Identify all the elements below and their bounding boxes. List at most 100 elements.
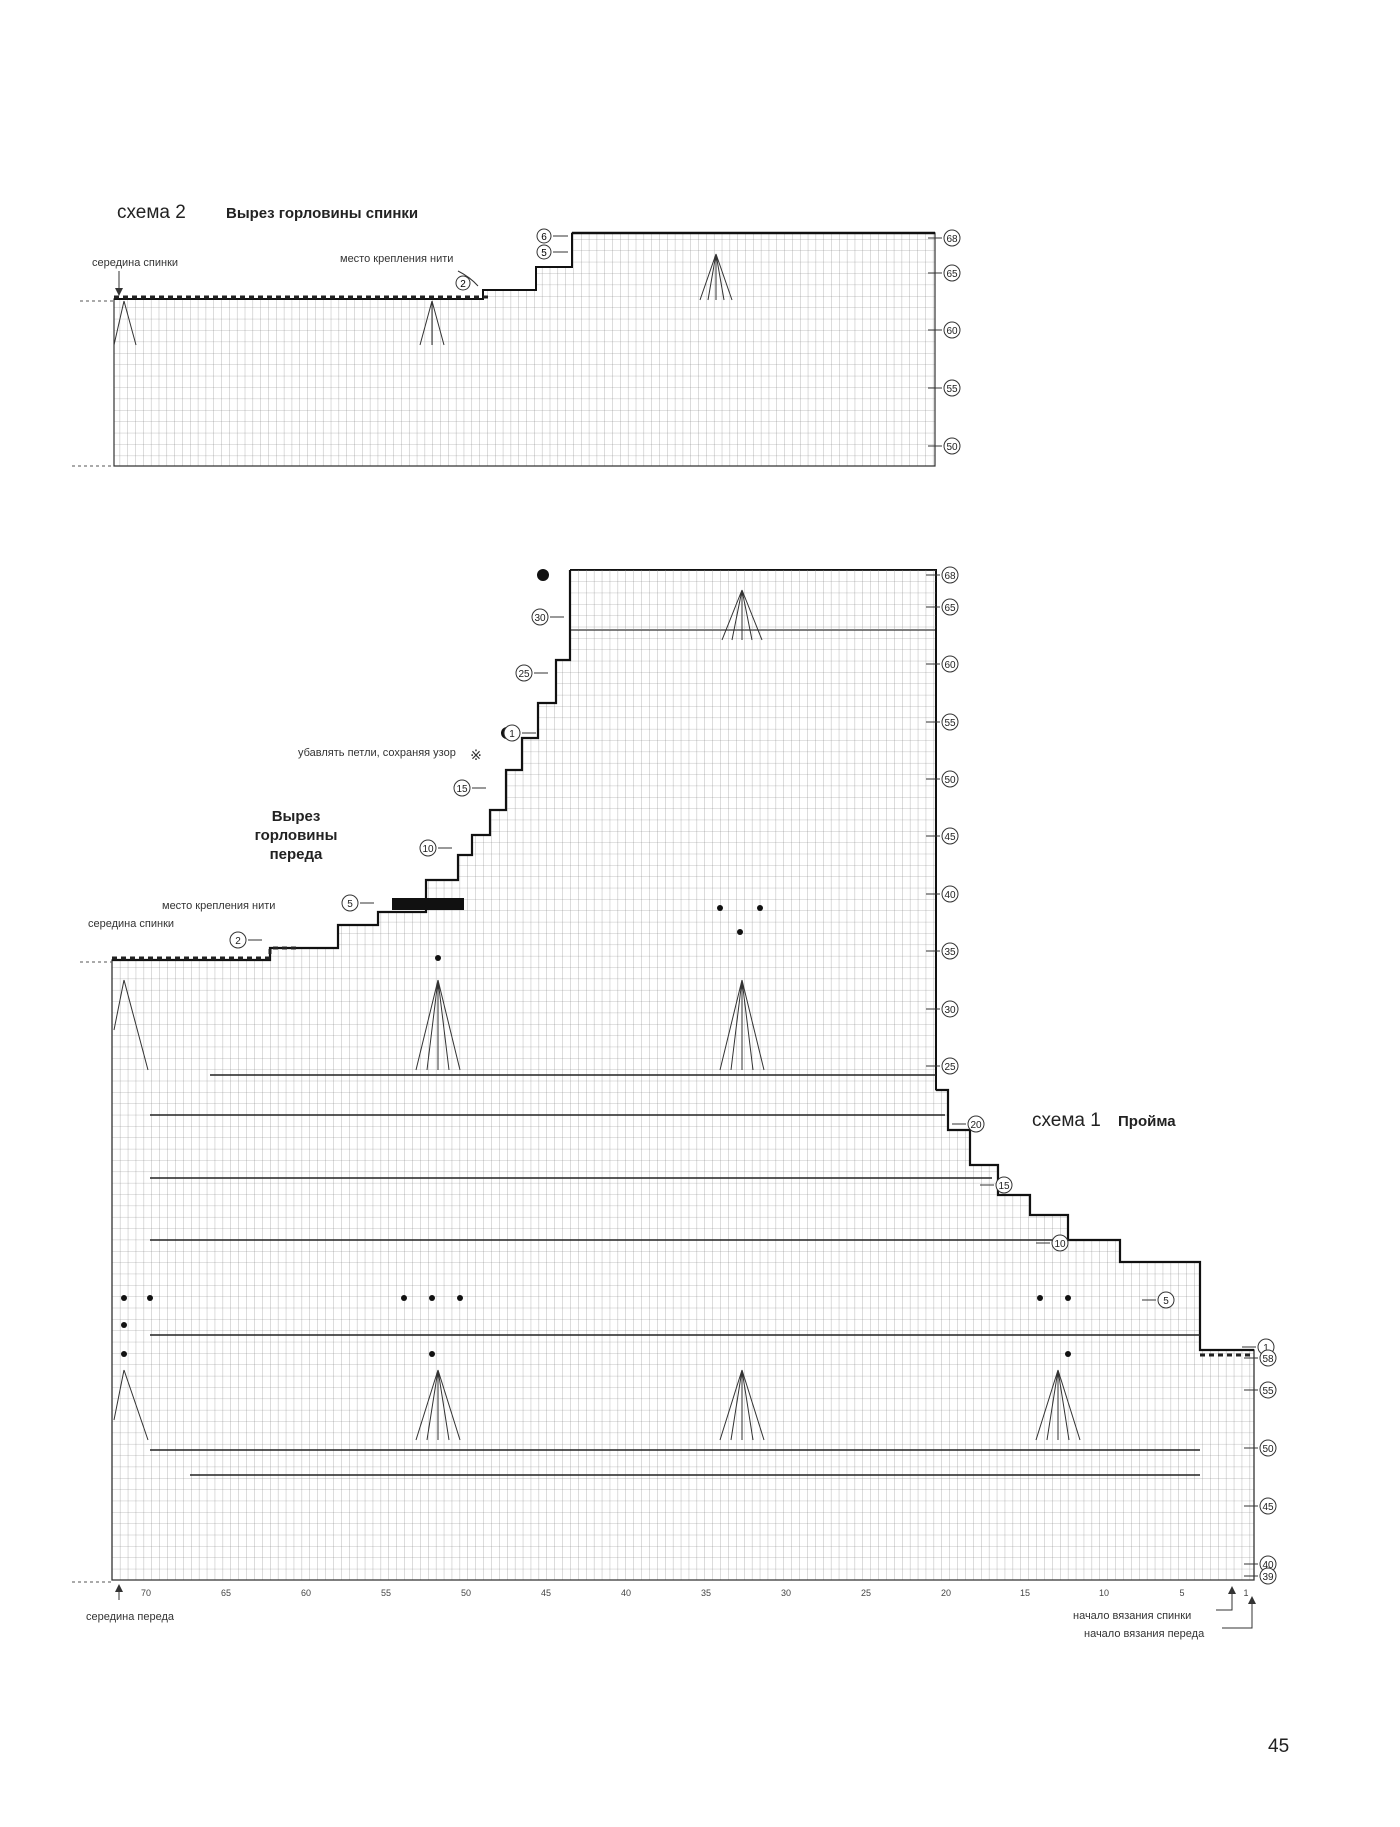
scheme1-title: Пройма: [1118, 1113, 1176, 1130]
scheme2-step-mark: 2: [455, 275, 471, 291]
stitch-number: 55: [381, 1588, 391, 1598]
scheme2-row-number-text: 50: [946, 442, 958, 453]
armhole-step-mark-text: 15: [998, 1181, 1010, 1192]
scheme1-row-number: 50: [1244, 1439, 1277, 1457]
scheme2-attach-label: место крепления нити: [340, 253, 454, 265]
decrease-label: убавлять петли, сохраняя узор: [298, 747, 456, 759]
neck-step-mark-text: 2: [235, 936, 241, 947]
stitch-number: 5: [1179, 1588, 1184, 1598]
scheme1-attach-label: место крепления нити: [162, 900, 276, 912]
neck-step-mark: 30: [531, 608, 564, 626]
scheme1-row-number: 45: [926, 827, 959, 845]
page-number: 45: [1268, 1736, 1290, 1757]
scheme1-row-number: 30: [926, 1000, 959, 1018]
neck-front-title: Вырез горловины переда: [236, 807, 356, 864]
stitch-number: 10: [1099, 1588, 1109, 1598]
scheme2-step-mark-text: 2: [460, 279, 466, 290]
neck-step-mark-text: 30: [534, 613, 546, 624]
armhole-step-mark: 20: [952, 1115, 985, 1133]
scheme1-row-number: 39: [1244, 1567, 1277, 1585]
armhole-step-mark-text: 1: [1263, 1343, 1269, 1354]
scheme1-row-number-text: 60: [944, 660, 956, 671]
scheme1-row-number-text: 58: [1262, 1354, 1274, 1365]
neck-step-mark: 10: [419, 839, 452, 857]
scheme2-label: схема 2: [117, 202, 186, 223]
scheme2-row-number: 55: [928, 379, 961, 397]
scheme1-row-number: 45: [1244, 1497, 1277, 1515]
neck-step-mark-text: 25: [518, 669, 530, 680]
scheme1-row-number: 25: [926, 1057, 959, 1075]
scheme1-row-number: 35: [926, 942, 959, 960]
scheme1-row-number-text: 35: [944, 947, 956, 958]
scheme1-row-number-text: 40: [944, 890, 956, 901]
scheme1-row-number-text: 68: [944, 571, 956, 582]
stitch-number: 45: [541, 1588, 551, 1598]
stitch-number: 60: [301, 1588, 311, 1598]
scheme1-row-number-text: 25: [944, 1062, 956, 1073]
armhole-step-mark: 10: [1036, 1234, 1069, 1252]
neck-front-title-line-2: горловины: [254, 827, 338, 844]
scheme1-row-number: 40: [926, 885, 959, 903]
scheme2-row-number: 65: [928, 264, 961, 282]
scheme2-row-mark-text: 6: [541, 232, 547, 243]
neck-step-mark: 2: [229, 931, 262, 949]
neck-step-mark-text: 15: [456, 784, 468, 795]
scheme1-row-number: 55: [926, 713, 959, 731]
scheme1-row-number: 68: [926, 566, 959, 584]
scheme2-row-number: 60: [928, 321, 961, 339]
scheme2-row-number: 68: [928, 229, 961, 247]
neck-step-mark-text: 5: [347, 899, 353, 910]
scheme2-row-number-text: 60: [946, 326, 958, 337]
front-middle-label: середина переда: [86, 1611, 175, 1623]
scheme2-row-number-text: 55: [946, 384, 958, 395]
neck-front-title-line-1: Вырез: [271, 808, 321, 825]
neck-step-mark-text: 1: [509, 729, 515, 740]
scheme1-row-number-text: 45: [1262, 1502, 1274, 1513]
scheme1-row-number: 50: [926, 770, 959, 788]
scheme1-label: схема 1: [1032, 1110, 1101, 1131]
neck-step-mark: 1: [503, 724, 536, 742]
armhole-step-mark-text: 20: [970, 1120, 982, 1131]
scheme1-row-number: 65: [926, 598, 959, 616]
armhole-step-mark-text: 10: [1054, 1239, 1066, 1250]
stitch-number: 50: [461, 1588, 471, 1598]
scheme1-row-number-text: 50: [1262, 1444, 1274, 1455]
scheme1-middle-label: середина спинки: [88, 918, 175, 930]
stitch-number: 25: [861, 1588, 871, 1598]
scheme1-row-number: 55: [1244, 1381, 1277, 1399]
scheme2-title: Вырез горловины спинки: [226, 205, 419, 222]
neck-front-title-line-3: переда: [269, 846, 323, 863]
armhole-step-mark: 15: [980, 1176, 1013, 1194]
neck-step-mark: 5: [341, 894, 374, 912]
neck-step-mark: 25: [515, 664, 548, 682]
scheme2-row-number-text: 65: [946, 269, 958, 280]
scheme1-chart: ※ 30 25 1 15 10 5 2 20 15 10 5 1 68 65 60 55 50 45 40 35 3…: [72, 566, 1277, 1629]
stitch-number: 65: [221, 1588, 231, 1598]
scheme1-row-number-text: 55: [944, 718, 956, 729]
stitch-number: 70: [141, 1588, 151, 1598]
scheme2-middle-label: середина спинки: [92, 257, 179, 269]
scheme1-row-number-text: 65: [944, 603, 956, 614]
scheme1-row-number-text: 55: [1262, 1386, 1274, 1397]
armhole-step-mark-text: 5: [1163, 1296, 1169, 1307]
armhole-step-mark: 5: [1142, 1291, 1175, 1309]
neck-step-mark: 15: [453, 779, 486, 797]
stitch-number: 30: [781, 1588, 791, 1598]
stitch-number: 35: [701, 1588, 711, 1598]
scheme1-row-number: 58: [1244, 1349, 1277, 1367]
svg-text:※: ※: [470, 747, 482, 763]
start-front-label: начало вязания переда: [1084, 1628, 1205, 1640]
scheme2-row-number: 50: [928, 437, 961, 455]
stitch-number: 40: [621, 1588, 631, 1598]
scheme1-row-number-text: 40: [1262, 1560, 1274, 1571]
scheme1-row-number-text: 30: [944, 1005, 956, 1016]
start-back-label: начало вязания спинки: [1073, 1610, 1192, 1622]
scheme2-row-mark-top: 6: [536, 228, 568, 244]
scheme1-row-number-text: 39: [1262, 1572, 1274, 1583]
scheme1-row-number-text: 45: [944, 832, 956, 843]
stitch-number: 15: [1020, 1588, 1030, 1598]
neck-step-mark-text: 10: [422, 844, 434, 855]
scheme2-row-number-text: 68: [946, 234, 958, 245]
stitch-number: 20: [941, 1588, 951, 1598]
